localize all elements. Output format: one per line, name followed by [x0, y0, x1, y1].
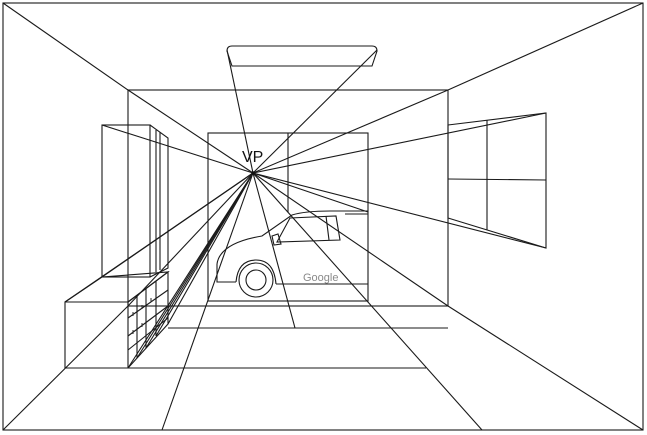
corner-line-top-left	[2, 2, 129, 91]
vanishing-point-label: VP	[242, 149, 263, 166]
corner-line-bottom-right	[447, 305, 644, 431]
right-wall-window	[447, 112, 547, 249]
vanishing-point-dot	[251, 171, 255, 175]
car-watermark: Google	[303, 272, 338, 284]
window-mullion-horizontal	[447, 178, 547, 181]
outer-frame	[2, 2, 644, 431]
car: Google	[216, 210, 368, 298]
construction-lines	[64, 49, 547, 431]
corner-line-top-right	[447, 2, 644, 91]
ceiling-light	[226, 45, 378, 67]
